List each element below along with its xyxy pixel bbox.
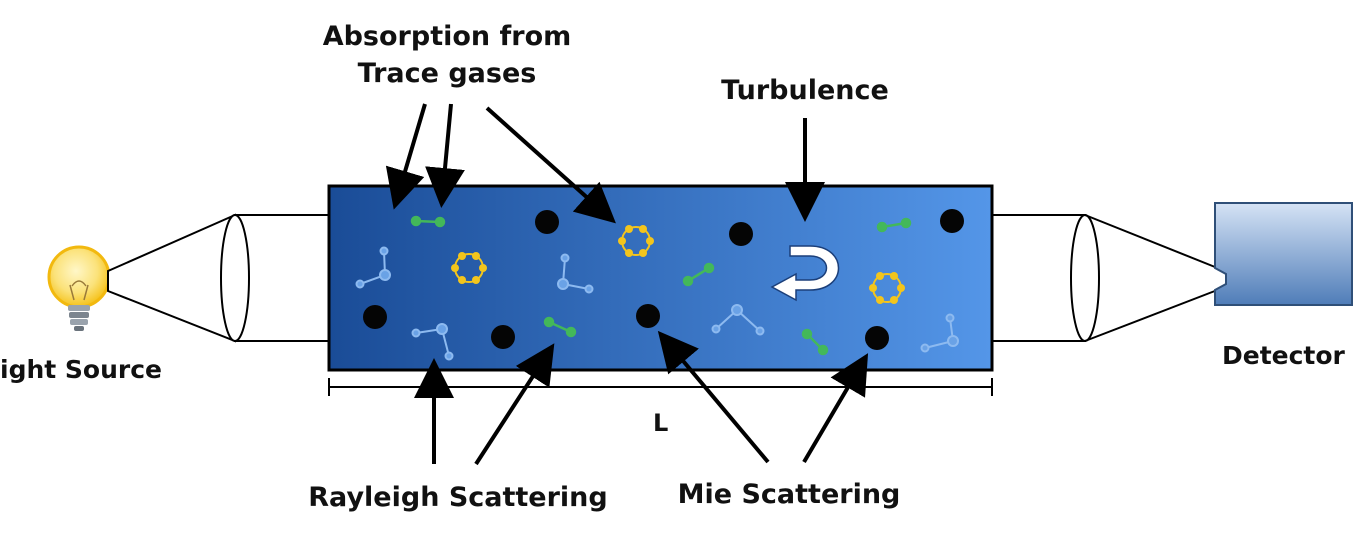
absorption-arrows <box>385 103 616 224</box>
mie-particle <box>636 304 660 328</box>
rayleigh-label: Rayleigh Scattering <box>308 482 607 513</box>
blue-molecule <box>557 253 594 294</box>
mie-particle <box>940 209 964 233</box>
blue-molecules <box>355 246 959 361</box>
mie-label: Mie Scattering <box>678 479 901 510</box>
trace-gas-ring <box>869 272 905 304</box>
green-molecule <box>801 328 829 356</box>
mie-particle <box>865 326 889 350</box>
length-scale-bar <box>328 378 993 396</box>
green-molecule <box>682 262 715 287</box>
trace-gas-ring <box>451 252 487 284</box>
arrow <box>485 106 616 224</box>
mie-particle <box>363 305 387 329</box>
green-molecule <box>410 215 446 228</box>
mie-particle <box>491 325 515 349</box>
light-source-label: ight Source <box>0 355 162 384</box>
detector-label: Detector <box>1222 341 1346 370</box>
mie-particle <box>729 222 753 246</box>
green-molecule <box>876 217 912 233</box>
trace-gas-rings <box>451 225 905 304</box>
arrow <box>802 353 869 464</box>
rayleigh-arrows <box>414 343 555 466</box>
light-bulb-icon <box>47 245 111 331</box>
mie-arrows <box>657 330 869 464</box>
mie-particles <box>363 209 964 350</box>
blue-molecule <box>355 246 391 289</box>
left-beam-optics <box>107 213 331 343</box>
turbulence-label: Turbulence <box>721 75 889 106</box>
right-beam-optics <box>989 214 1221 342</box>
detector-icon <box>1214 202 1353 306</box>
turbulence-swirl-icon <box>770 245 840 302</box>
arrow <box>425 103 465 208</box>
blue-molecule <box>711 304 765 336</box>
absorption-label-line1: Absorption from <box>323 21 572 52</box>
arrow <box>385 103 427 210</box>
mie-particle <box>535 210 559 234</box>
arrow <box>474 343 555 466</box>
arrow <box>657 330 770 464</box>
absorption-label-line2: Trace gases <box>358 58 537 89</box>
green-molecule <box>543 316 577 338</box>
blue-molecule <box>411 323 454 361</box>
blue-molecule <box>920 313 959 353</box>
green-molecules <box>410 215 912 356</box>
length-label: L <box>653 409 668 437</box>
trace-gas-ring <box>618 225 654 257</box>
